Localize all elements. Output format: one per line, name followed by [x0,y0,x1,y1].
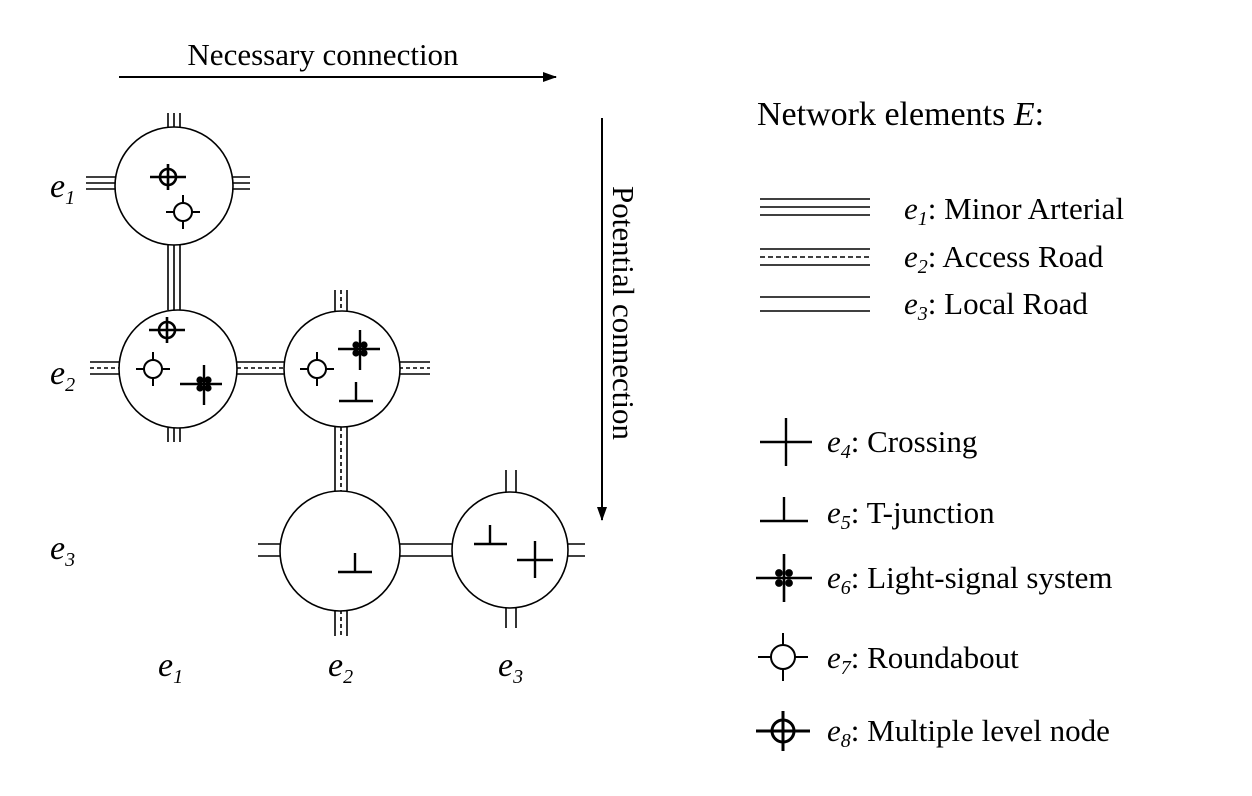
light-signal-icon [180,365,222,405]
t-junction-icon [338,553,372,574]
node-circle [279,490,401,612]
cell-e3-e3 [451,470,585,628]
legend-node-4: e4: Crossing [827,424,977,463]
col-label-e3: e3 [498,647,523,688]
cell-e2-e2 [283,290,430,428]
stub-top [334,290,348,312]
node-circle [114,126,234,246]
stub-right [568,543,585,557]
roundabout-icon [136,352,170,386]
cell-e3-e2 [258,490,401,636]
node-circle [118,309,238,429]
stub-left [258,543,282,557]
col-label-e1: e1 [158,647,183,688]
multi-level-node-icon [150,164,186,190]
stub-right [233,176,250,190]
link-e3e2-to-e3e3 [400,543,452,557]
potential-connection-label: Potential connection [606,186,641,440]
light-signal-icon [338,330,380,370]
local-road-symbol [760,296,870,312]
stub-bottom [167,428,181,442]
row-label-e2: e2 [50,355,75,396]
multi-level-node-icon [756,711,810,751]
t-junction-icon [339,382,373,403]
legend-node-8: e8: Multiple level node [827,713,1110,752]
row-label-e1: e1 [50,168,75,209]
roundabout-icon [758,633,808,681]
access-road-symbol [760,248,870,266]
legend-node-7: e7: Roundabout [827,640,1019,679]
minor-arterial-symbol [760,198,870,216]
necessary-connection-label: Necessary connection [187,37,459,72]
legend-node-5: e5: T-junction [827,495,995,534]
stub-bottom [334,610,348,636]
legend-road-2: e2: Access Road [904,239,1104,278]
t-junction-icon [760,497,808,523]
link-e2e1-to-e2e2 [237,361,285,375]
row-label-e3: e3 [50,530,75,571]
legend-road-1: e1: Minor Arterial [904,191,1124,230]
link-e1e1-to-e2e1 [167,245,181,310]
roundabout-icon [300,352,334,386]
stub-right [399,361,430,375]
stub-left [86,176,115,190]
cell-e2-e1 [90,309,238,442]
stub-top [505,470,517,492]
t-junction-icon [474,525,507,546]
crossing-icon [760,418,812,466]
node-circle [451,491,569,609]
multi-level-node-icon [149,317,185,343]
light-signal-icon [756,554,812,602]
legend-node-6: e6: Light-signal system [827,560,1113,599]
cell-e1-e1 [86,113,250,246]
legend-heading: Network elements E: [757,96,1044,133]
node-circle [283,310,401,428]
legend-road-3: e3: Local Road [904,286,1088,325]
stub-top [167,113,181,128]
link-e2e2-to-e3e2 [334,427,348,492]
stub-left [90,361,120,375]
roundabout-icon [166,195,200,229]
col-label-e2: e2 [328,647,353,688]
stub-bottom [505,607,517,628]
crossing-icon [517,541,553,578]
